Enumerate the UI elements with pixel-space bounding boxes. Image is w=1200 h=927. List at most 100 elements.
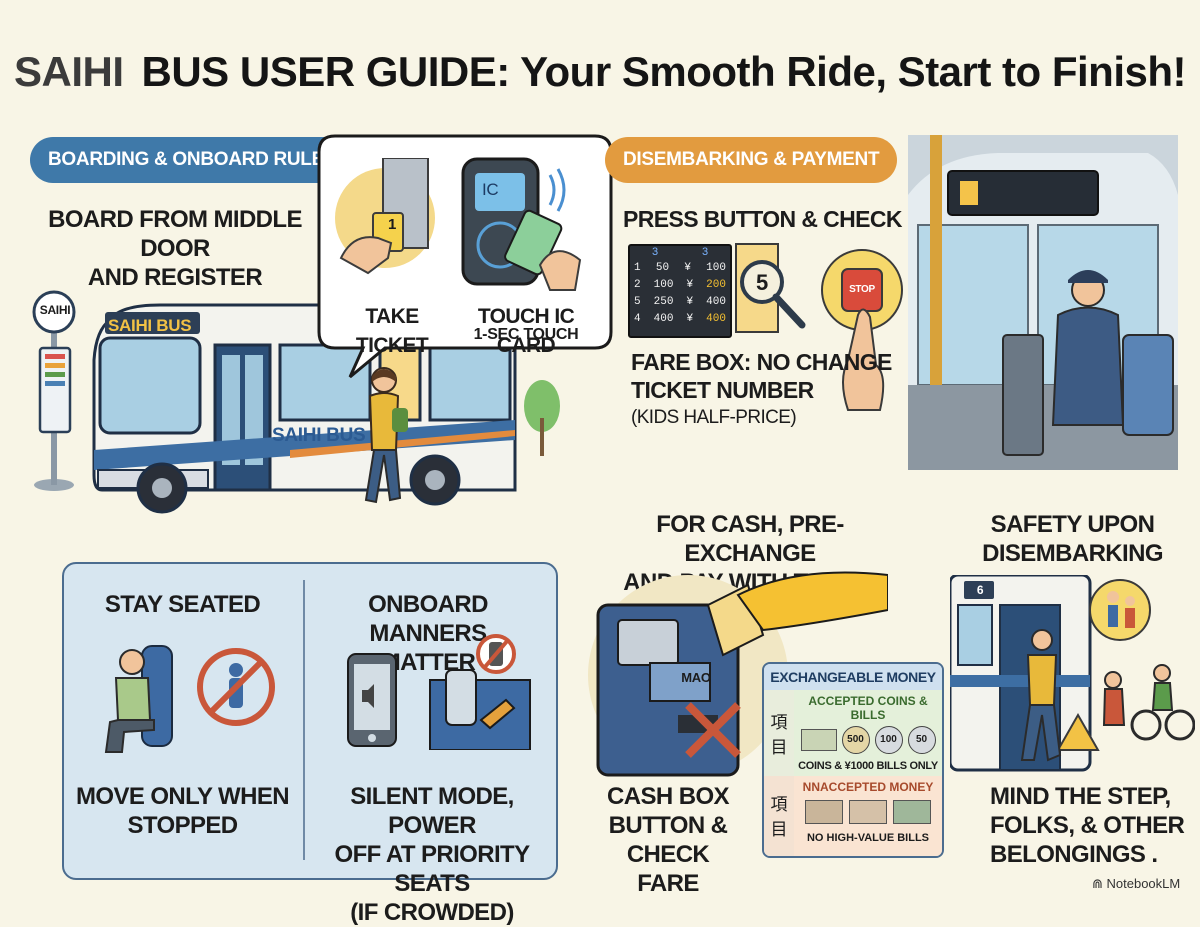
fare-ticket-number: 5 — [756, 270, 768, 295]
bus-side-label: SAIHI BUS — [272, 425, 366, 446]
fare-cell: 100 — [653, 279, 674, 291]
passenger-boarding-figure — [364, 367, 408, 504]
boarding-heading-line1: BOARD FROM MIDDLE DOOR — [48, 206, 302, 262]
footer-credit-text: NotebookLM — [1106, 876, 1181, 891]
fare-note-line2: TICKET NUMBER — [631, 377, 814, 403]
money-table-header: EXCHANGEABLE MONEY — [764, 664, 942, 690]
fare-note-line3: (KIDS HALF-PRICE) — [631, 407, 797, 428]
safety-disembark-illustration — [950, 575, 1195, 772]
fare-row: 4 400 ¥400 — [630, 311, 730, 328]
safety-heading-line1: SAFETY UPON — [990, 511, 1155, 538]
unaccepted-bills-row — [794, 794, 942, 824]
accepted-note: COINS & ¥1000 BILLS ONLY — [798, 760, 938, 772]
row-label-top: 項 — [770, 713, 788, 732]
fare-cell: 200 — [706, 279, 726, 291]
fare-header-cell: 3 — [651, 246, 659, 258]
row-label-bottom: 目 — [770, 820, 788, 839]
ticket-machine-icon — [335, 158, 435, 275]
stop-button-icon — [821, 249, 903, 411]
cash-box-text: CASH BOX BUTTON & CHECK FARE — [598, 782, 738, 898]
fare-cell: 400 — [653, 313, 674, 325]
fare-cell: 400 — [706, 296, 726, 308]
fare-notes: FARE BOX: NO CHANGE TICKET NUMBER (KIDS … — [631, 348, 892, 432]
move-only-line1: MOVE ONLY WHEN — [76, 783, 290, 810]
fare-header-cell: 3 — [701, 246, 709, 258]
exchangeable-money-table: EXCHANGEABLE MONEY 項 目 ACCEPTED COINS & … — [762, 662, 944, 858]
ic-card-reader-icon — [461, 157, 582, 291]
priority-seat-phone-off-icon — [429, 634, 531, 750]
cash-machine-label: MAO — [681, 670, 711, 685]
title-brand: SAIHI — [14, 48, 124, 95]
accepted-money-cell: ACCEPTED COINS & BILLS 500 100 50 COINS … — [794, 690, 942, 776]
unaccepted-row-label: 項 目 — [764, 776, 794, 856]
title-main: BUS USER GUIDE: Your Smooth Ride, Start … — [141, 48, 1187, 95]
boarding-heading: BOARD FROM MIDDLE DOOR AND REGISTER — [40, 205, 310, 292]
rules-divider — [303, 580, 305, 860]
bus-stop-label: SAIHI — [39, 303, 71, 317]
cash-box-line1: CASH BOX — [607, 783, 729, 810]
notebooklm-logo-icon: ⋒ — [1092, 876, 1107, 891]
touch-ic-label: TOUCH IC CARD — [477, 305, 575, 357]
unaccepted-note: NO HIGH-VALUE BILLS — [806, 832, 929, 844]
bill-1000-icon — [800, 729, 837, 751]
cash-machine-illustration — [588, 571, 888, 777]
no-standing-icon — [197, 648, 275, 726]
fare-note-line1: FARE BOX: NO CHANGE — [631, 349, 892, 375]
bill-2000-icon — [893, 800, 931, 824]
row-label-top: 項 — [770, 795, 788, 814]
accepted-coins-row: 500 100 50 — [794, 722, 942, 754]
safety-bus-number: 6 — [976, 583, 984, 597]
ic-label: IC — [482, 180, 499, 199]
fare-cell: ¥ — [686, 296, 694, 308]
boarding-section-label: BOARDING & ONBOARD RULES — [30, 137, 355, 183]
move-only-text: MOVE ONLY WHEN STOPPED — [70, 782, 295, 840]
mind-step-text: MIND THE STEP, FOLKS, & OTHER BELONGINGS… — [990, 782, 1185, 869]
fare-cell: 250 — [653, 296, 674, 308]
safety-heading-line2: DISEMBARKING — [982, 540, 1163, 567]
fare-cell: 400 — [706, 313, 726, 325]
safety-heading: SAFETY UPON DISEMBARKING — [960, 510, 1185, 568]
take-ticket-label: TAKE TICKET — [355, 305, 429, 357]
ticket-number-taken: 1 — [388, 216, 397, 233]
cash-box-line3: CHECK FARE — [626, 841, 710, 897]
fare-header: 3 3 — [630, 246, 730, 260]
touch-ic-sublabel: 1-SEC TOUCH — [473, 326, 579, 343]
bus-stop-sign — [32, 290, 76, 491]
accepted-row-label: 項 目 — [764, 690, 794, 776]
fare-cell: 4 — [634, 313, 641, 325]
bus-illustration — [92, 303, 517, 514]
fare-row: 5 250 ¥400 — [630, 294, 730, 311]
fare-cell: 2 — [634, 279, 641, 291]
bus-interior-illustration — [908, 135, 1178, 470]
fare-ticket-magnifier-icon — [735, 243, 806, 333]
bus-front-sign: SAIHI BUS — [108, 316, 192, 335]
move-only-line2: STOPPED — [127, 812, 238, 839]
cash-box-line2: BUTTON & — [608, 812, 728, 839]
accepted-title: ACCEPTED COINS & BILLS — [808, 694, 928, 722]
bill-10000-icon — [805, 800, 843, 824]
silent-phone-icon — [347, 653, 397, 747]
unaccepted-title: NNACCEPTED MONEY — [802, 780, 934, 794]
manners-line1: ONBOARD MANNERS — [368, 591, 488, 647]
cash-heading-line1: FOR CASH, PRE-EXCHANGE — [656, 511, 844, 567]
row-label-bottom: 目 — [770, 738, 788, 757]
fare-cell: ¥ — [684, 262, 691, 274]
stay-seated-heading: STAY SEATED — [104, 591, 261, 618]
coin-50-icon: 50 — [907, 726, 936, 754]
footer-credit: ⋒ NotebookLM — [1092, 876, 1180, 892]
silent-line1: SILENT MODE, POWER — [350, 783, 514, 839]
mind-line2: FOLKS, & OTHER — [990, 812, 1185, 839]
seated-passenger-icon — [104, 645, 173, 753]
coin-500-icon: 500 — [841, 726, 870, 754]
fare-row: 2 100 ¥200 — [630, 277, 730, 294]
disembarking-section-label: DISEMBARKING & PAYMENT — [605, 137, 898, 183]
fare-cell: 5 — [634, 296, 641, 308]
fare-cell: ¥ — [686, 313, 694, 325]
boarding-heading-line2: AND REGISTER — [87, 264, 263, 291]
fare-cell: 100 — [706, 262, 726, 274]
fare-cell: ¥ — [686, 279, 694, 291]
unaccepted-money-cell: NNACCEPTED MONEY NO HIGH-VALUE BILLS — [794, 776, 942, 856]
